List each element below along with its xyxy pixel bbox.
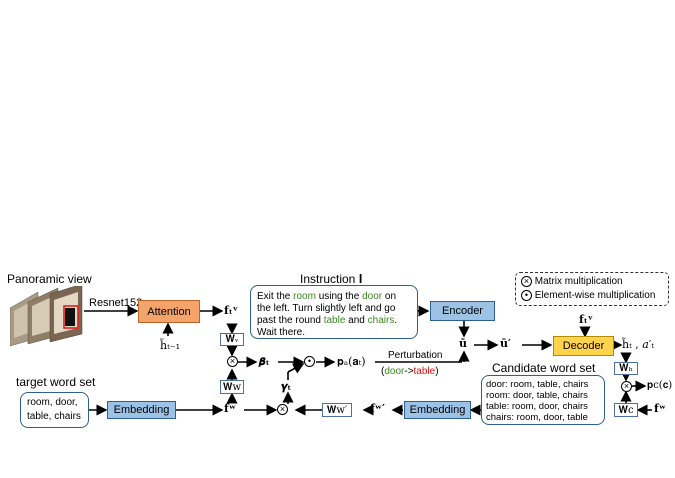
perturbation-arrow: -> bbox=[404, 366, 414, 377]
candidate-entry-table: table: room, door, chairs bbox=[486, 401, 588, 412]
legend-elementwise-icon: • bbox=[521, 290, 532, 301]
candidate-entry-chairs: chairs: room, door, table bbox=[486, 412, 588, 423]
instruction-text-5: . Wait there. bbox=[257, 315, 398, 338]
legend-elementwise-label: Element-wise multiplication bbox=[534, 290, 656, 302]
wv-matrix: 𝐖ᵥ bbox=[220, 333, 244, 346]
candidate-entry-door: door: room, table, chairs bbox=[486, 379, 589, 390]
target-word-box: room, door, table, chairs bbox=[20, 392, 89, 428]
panoramic-image bbox=[9, 283, 86, 350]
legend-matrix-icon: × bbox=[521, 276, 532, 287]
wh-matrix: 𝐖ₕ bbox=[614, 362, 638, 375]
embedding-block-2: Embedding bbox=[404, 401, 471, 419]
legend-matrix-row: × Matrix multiplication bbox=[521, 276, 623, 287]
perturbation-to: table bbox=[413, 366, 436, 377]
wc-matrix: 𝐖c bbox=[614, 403, 638, 417]
candidate-word-set-label: Candidate word set bbox=[492, 361, 596, 375]
visual-feature-symbol: 𝐟ₜᵛ bbox=[224, 304, 239, 317]
u-bar-symbol: ū bbox=[459, 337, 467, 350]
candidate-entry-room: room: door, table, chairs bbox=[486, 390, 588, 401]
legend-elementwise-row: • Element-wise multiplication bbox=[521, 290, 655, 301]
decoder-label: Decoder bbox=[562, 340, 605, 352]
instruction-box: Exit the room using the door on the left… bbox=[250, 285, 418, 339]
attention-label: Attention bbox=[147, 305, 191, 318]
candidate-prob-symbol: 𝐩c(𝐜) bbox=[647, 380, 673, 391]
legend-box: × Matrix multiplication • Element-wise m… bbox=[515, 272, 669, 306]
embedding-label-2: Embedding bbox=[409, 404, 466, 416]
instruction-text-3: on the left. Turn slightly left and go p… bbox=[257, 291, 397, 326]
instruction-word-room: room bbox=[293, 291, 316, 302]
u-bar-prime-symbol: ū′ bbox=[500, 337, 511, 350]
candidate-word-box: door: room, table, chairs room: door, ta… bbox=[481, 375, 605, 425]
gamma-symbol: 𝜸ₜ bbox=[281, 380, 292, 393]
embedding-block-1: Embedding bbox=[107, 401, 176, 419]
perturbation-label: Perturbation bbox=[388, 350, 443, 361]
matrix-mult-op-3: × bbox=[621, 381, 632, 392]
decoder-block: Decoder bbox=[553, 336, 614, 356]
panoramic-view-label: Panoramic view bbox=[7, 272, 92, 286]
legend-matrix-label: Matrix multiplication bbox=[534, 276, 623, 288]
instruction-word-door: door bbox=[362, 291, 383, 302]
ww-prime-matrix: 𝐖w′ bbox=[322, 403, 352, 417]
attention-block: Attention bbox=[138, 300, 200, 323]
perturbation-example: (door->table) bbox=[381, 366, 439, 377]
perturbation-from: door bbox=[384, 366, 405, 377]
right-word-feature-symbol: 𝐟ʷ bbox=[654, 402, 667, 415]
beta-symbol: 𝜷ₜ bbox=[259, 355, 270, 368]
ww-matrix: 𝐖w bbox=[220, 380, 244, 394]
instruction-text-1: Exit the bbox=[257, 291, 294, 302]
embedding-label: Embedding bbox=[113, 404, 170, 416]
encoder-label: Encoder bbox=[442, 305, 483, 317]
encoder-block: Encoder bbox=[430, 301, 495, 321]
instruction-word-table: table bbox=[323, 315, 346, 326]
instruction-text-4: and bbox=[345, 315, 368, 326]
matrix-mult-op-1: × bbox=[227, 356, 238, 367]
word-feature-symbol: 𝐟ʷ bbox=[224, 402, 237, 415]
matrix-mult-op-2: × bbox=[277, 404, 288, 415]
instruction-text-2: using the bbox=[315, 291, 363, 302]
h-prev-symbol: h̃ₜ₋₁ bbox=[160, 339, 181, 352]
target-word-set-label: target word set bbox=[16, 375, 96, 389]
instruction-title: Instruction 𝐈 bbox=[300, 272, 363, 286]
hidden-state-symbol: h̃ₜ , 𝑎′ₜ bbox=[622, 338, 655, 351]
decoder-visual-feature-symbol: 𝐟ₜᵛ bbox=[579, 313, 594, 326]
instruction-word-chairs: chairs bbox=[367, 315, 395, 326]
elementwise-op: • bbox=[304, 356, 315, 367]
resnet-label: Resnet152 bbox=[89, 297, 143, 309]
action-prob-symbol: 𝐩ₐ(𝐚ₜ) bbox=[337, 355, 366, 368]
candidate-feature-symbol: 𝐟ʷ′ bbox=[370, 402, 385, 415]
